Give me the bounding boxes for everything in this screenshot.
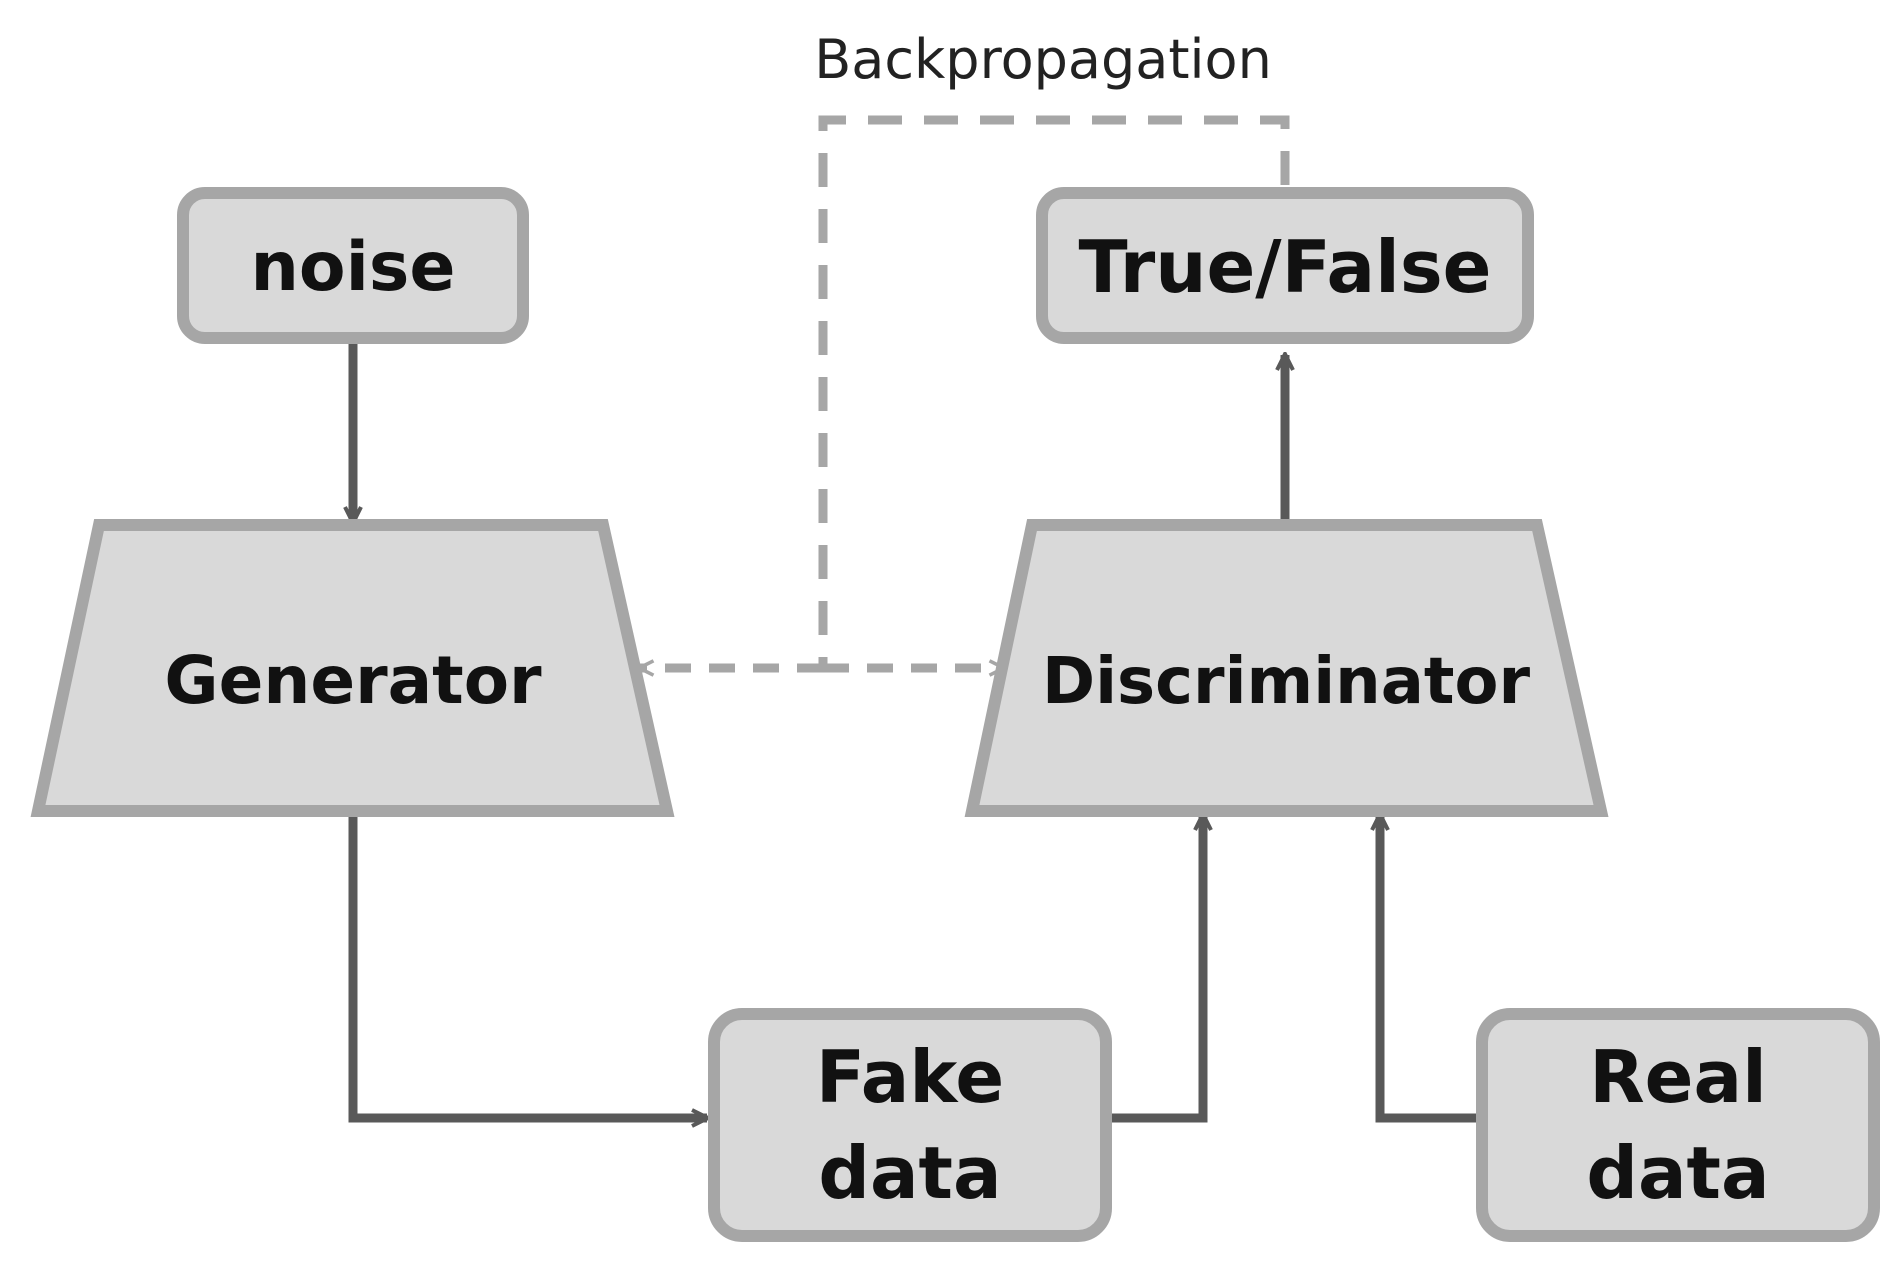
backpropagation-label: Backpropagation xyxy=(814,28,1272,91)
backpropagation-path xyxy=(640,115,1290,668)
real-data-node: Real data xyxy=(1476,1008,1880,1242)
data-flow-arrows xyxy=(353,340,1480,1118)
noise-box xyxy=(177,187,529,344)
generator-node: Generator xyxy=(30,519,675,817)
real-data-label-line2: data xyxy=(1586,1131,1769,1215)
real-data-label-line1: Real xyxy=(1589,1035,1767,1119)
discriminator-node: Discriminator xyxy=(964,519,1609,817)
discriminator-label: Discriminator xyxy=(1042,645,1531,719)
generator-trapezoid xyxy=(30,519,675,817)
real-data-box xyxy=(1476,1008,1880,1242)
arrow-generator-to-fake-data xyxy=(348,810,707,1118)
discriminator-trapezoid xyxy=(964,519,1609,817)
true-false-node: True/False xyxy=(1036,187,1534,344)
fake-data-box xyxy=(708,1008,1112,1242)
noise-label: noise xyxy=(250,228,455,307)
arrow-real-data-to-discriminator xyxy=(1380,815,1480,1123)
noise-node: noise xyxy=(177,187,529,344)
generator-label: Generator xyxy=(164,642,542,719)
fake-data-node: Fake data xyxy=(708,1008,1112,1242)
true-false-label: True/False xyxy=(1078,225,1491,309)
true-false-box xyxy=(1036,187,1534,344)
arrow-fake-data-to-discriminator xyxy=(1105,815,1203,1123)
fake-data-label-line2: data xyxy=(818,1131,1001,1215)
fake-data-label-line1: Fake xyxy=(816,1035,1004,1119)
backprop-dashed-line xyxy=(818,115,1290,668)
